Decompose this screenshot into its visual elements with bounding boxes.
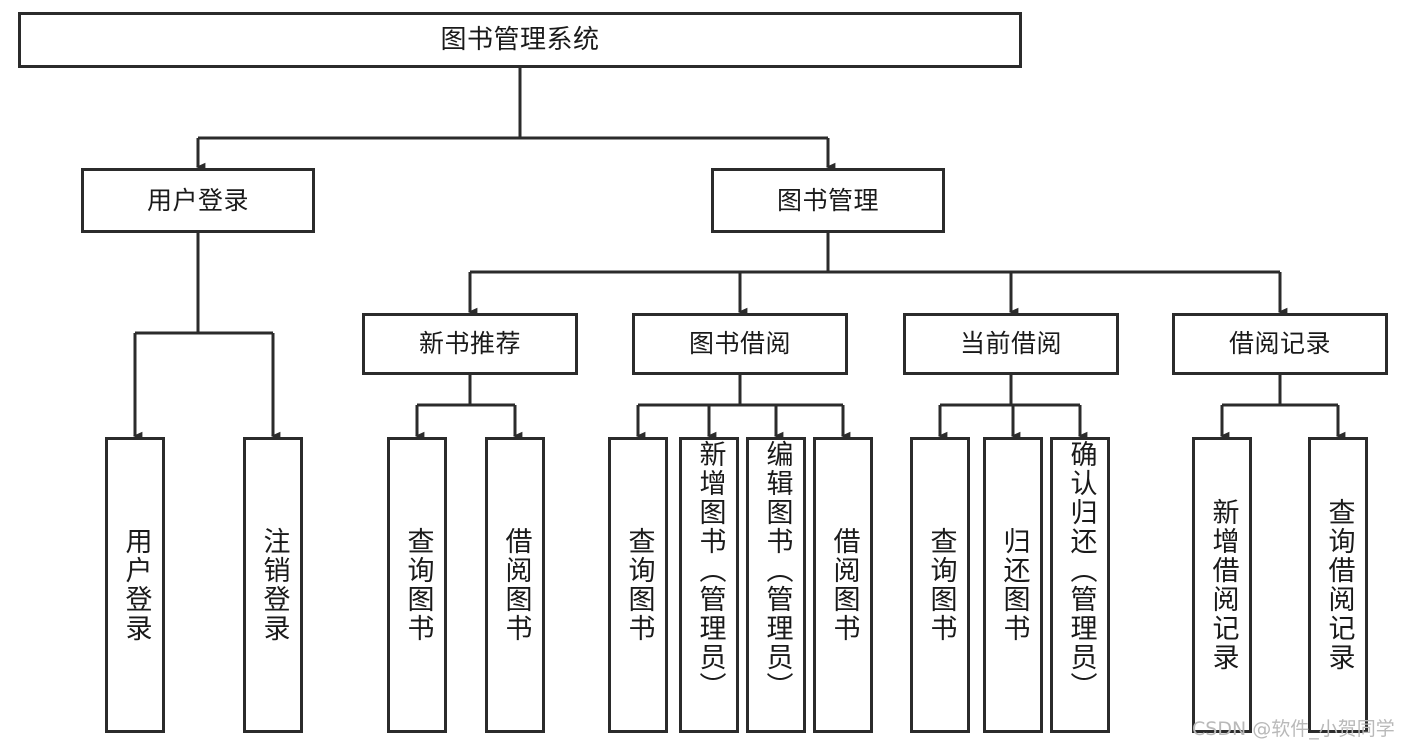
node-label: 图书管理系统 [440, 24, 600, 55]
node-label: 注销登录 [258, 527, 290, 643]
node-leaf-bb-borrow[interactable]: 借阅图书 [813, 437, 873, 733]
node-label: 查询图书 [402, 527, 434, 643]
node-label: 查询图书 [623, 527, 655, 643]
node-leaf-cb-return[interactable]: 归还图书 [983, 437, 1043, 733]
node-label: 编辑图书（管理员） [761, 440, 793, 701]
node-label: 确认归还（管理员） [1065, 440, 1097, 701]
node-borrow-record[interactable]: 借阅记录 [1172, 313, 1388, 375]
node-label: 借阅图书 [828, 527, 860, 643]
node-leaf-bb-query[interactable]: 查询图书 [608, 437, 668, 733]
node-label: 当前借阅 [959, 329, 1062, 359]
node-book-manage[interactable]: 图书管理 [711, 168, 945, 233]
node-leaf-user-login[interactable]: 用户登录 [105, 437, 165, 733]
node-new-book-rec[interactable]: 新书推荐 [362, 313, 578, 375]
node-leaf-rec-borrow[interactable]: 借阅图书 [485, 437, 545, 733]
node-label: 新增借阅记录 [1207, 498, 1239, 672]
node-label: 用户登录 [120, 527, 152, 643]
node-leaf-br-query[interactable]: 查询借阅记录 [1308, 437, 1368, 733]
node-label: 借阅图书 [500, 527, 532, 643]
node-user-login[interactable]: 用户登录 [81, 168, 315, 233]
node-leaf-bb-edit[interactable]: 编辑图书（管理员） [746, 437, 806, 733]
node-label: 图书借阅 [688, 329, 791, 359]
node-label: 用户登录 [146, 185, 249, 215]
node-book-borrow[interactable]: 图书借阅 [632, 313, 848, 375]
node-leaf-logout[interactable]: 注销登录 [243, 437, 303, 733]
node-label: 查询图书 [925, 527, 957, 643]
node-leaf-cb-confirm[interactable]: 确认归还（管理员） [1050, 437, 1110, 733]
node-leaf-rec-query[interactable]: 查询图书 [387, 437, 447, 733]
node-label: 借阅记录 [1228, 329, 1331, 359]
node-label: 查询借阅记录 [1323, 498, 1355, 672]
node-label: 新书推荐 [418, 329, 521, 359]
node-leaf-br-add[interactable]: 新增借阅记录 [1192, 437, 1252, 733]
node-label: 归还图书 [998, 527, 1030, 643]
node-root[interactable]: 图书管理系统 [18, 12, 1022, 68]
connector-lines [132, 68, 1346, 441]
node-leaf-cb-query[interactable]: 查询图书 [910, 437, 970, 733]
node-current-borrow[interactable]: 当前借阅 [903, 313, 1119, 375]
node-label: 图书管理 [776, 185, 879, 215]
node-label: 新增图书（管理员） [694, 440, 726, 701]
node-leaf-bb-add[interactable]: 新增图书（管理员） [679, 437, 739, 733]
